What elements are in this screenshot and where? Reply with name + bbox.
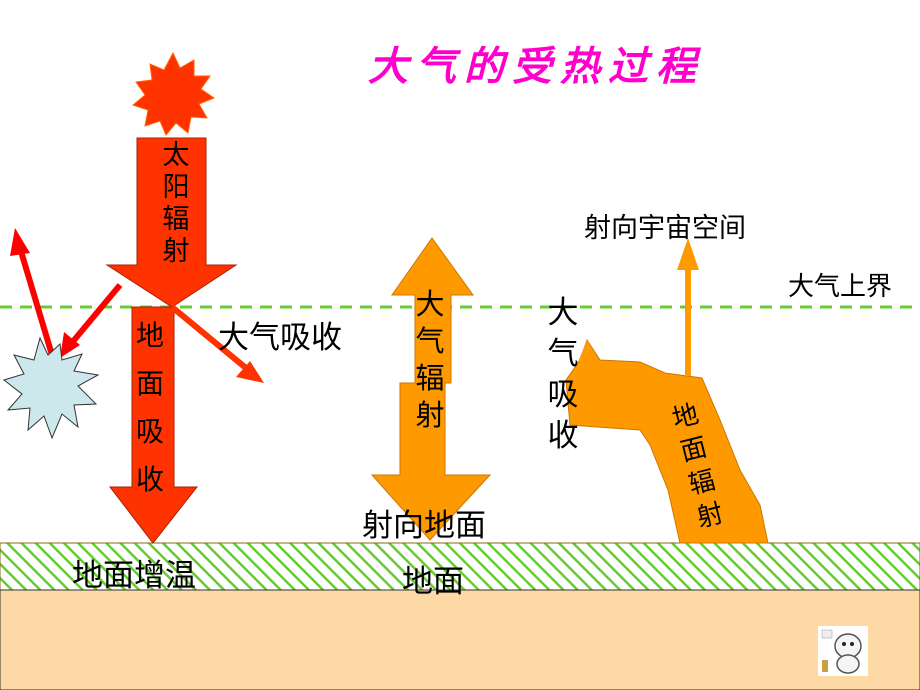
ground-absorption-label: 地面吸收: [132, 312, 168, 504]
cloud-icon: [2, 336, 100, 440]
solar-radiation-arrow: [105, 137, 238, 308]
ground-warming-label: 地面增温: [72, 558, 196, 594]
atmospheric-radiation-text: 大气辐射: [415, 287, 445, 432]
ground-radiation-bend-cap: [578, 340, 597, 362]
diagram-title: 大气的受热过程: [368, 43, 704, 90]
ground-surface-hatch: [0, 542, 920, 591]
atmosphere-absorption-left-label: 大气吸收: [218, 320, 342, 356]
solar-radiation-label: 太阳辐射: [158, 140, 194, 268]
atmosphere-absorption-right-text: 大气吸收: [547, 295, 579, 454]
ground-block: [0, 589, 920, 690]
atmosphere-absorption-arrowhead: [236, 361, 264, 383]
atmospheric-radiation-label: 大气辐射: [412, 286, 448, 434]
to-space-arrowhead: [677, 238, 699, 270]
reflect-out-arrowhead: [10, 228, 30, 256]
reflect-in-arrow: [67, 283, 123, 347]
toward-ground-label: 射向地面: [362, 508, 486, 544]
sun-icon: [131, 51, 216, 136]
atmospheric-radiation-arrow: [370, 237, 492, 541]
ground-label: 地面: [402, 564, 464, 600]
ground-absorption-arrow: [108, 306, 199, 544]
to-space-label: 射向宇宙空间: [584, 213, 746, 244]
ground-absorption-text: 地面吸收: [135, 319, 164, 496]
top-of-atmosphere-label: 大气上界: [788, 272, 893, 302]
atmosphere-absorption-right-label: 大气吸收: [545, 293, 581, 457]
reflect-in-arrowhead: [60, 332, 80, 358]
solar-radiation-text: 太阳辐射: [162, 140, 190, 267]
mascot-logo-icon: [818, 626, 868, 676]
reflect-out-arrow: [17, 247, 55, 356]
ground-radiation-arrow: [565, 338, 769, 544]
atmosphere-absorption-arrow: [170, 304, 254, 376]
